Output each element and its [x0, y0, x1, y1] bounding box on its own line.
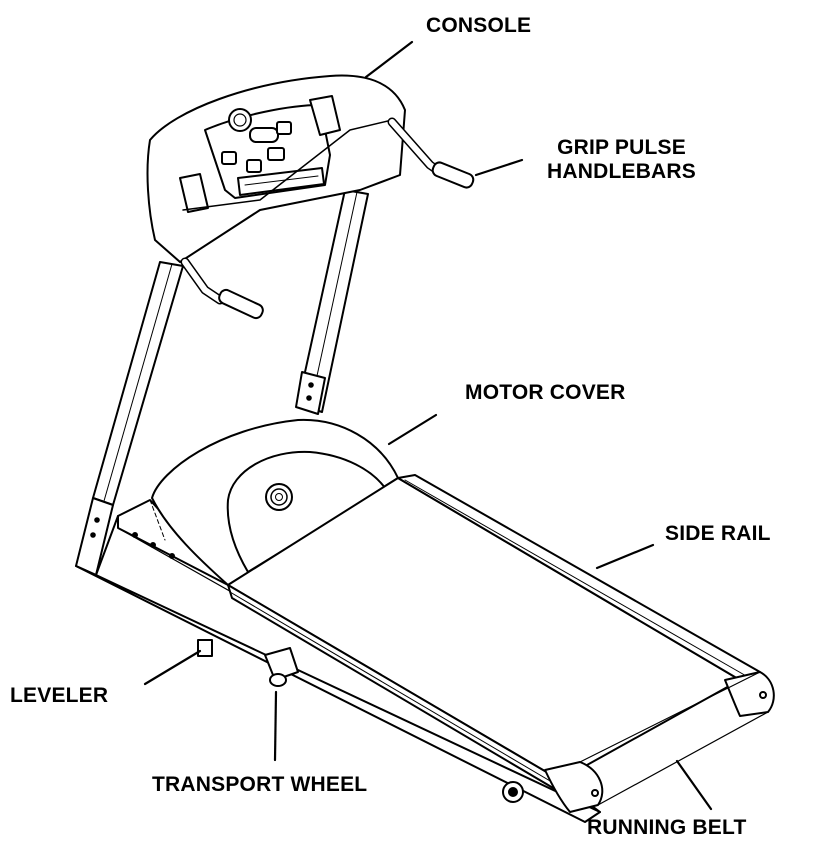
wheels [197, 639, 524, 803]
motor-cover-shape [151, 418, 399, 586]
label-running-belt: RUNNING BELT [587, 816, 747, 839]
label-side-rail: SIDE RAIL [665, 522, 771, 545]
side-rail-leader [595, 543, 655, 570]
label-motor-cover: MOTOR COVER [465, 381, 626, 404]
right-upright [295, 189, 369, 415]
motor-cover-leader [387, 413, 438, 446]
console-leader [364, 40, 414, 79]
label-transport-wheel: TRANSPORT WHEEL [152, 773, 368, 796]
transport-wheel-leader [273, 690, 278, 762]
label-leveler: LEVELER [10, 684, 109, 707]
label-grip-line-2: HANDLEBARS [547, 160, 696, 183]
leveler-leader [143, 649, 202, 686]
handlebars [180, 117, 475, 320]
leader-lines [143, 40, 713, 811]
label-grip-pulse-handlebars: GRIP PULSE HANDLEBARS [547, 136, 696, 184]
grip-leader [474, 158, 524, 177]
console-shape [146, 74, 406, 263]
label-grip-line-1: GRIP PULSE [557, 136, 686, 159]
label-console: CONSOLE [426, 14, 532, 37]
running-belt-leader [675, 759, 713, 811]
rear-end-caps [544, 671, 775, 813]
